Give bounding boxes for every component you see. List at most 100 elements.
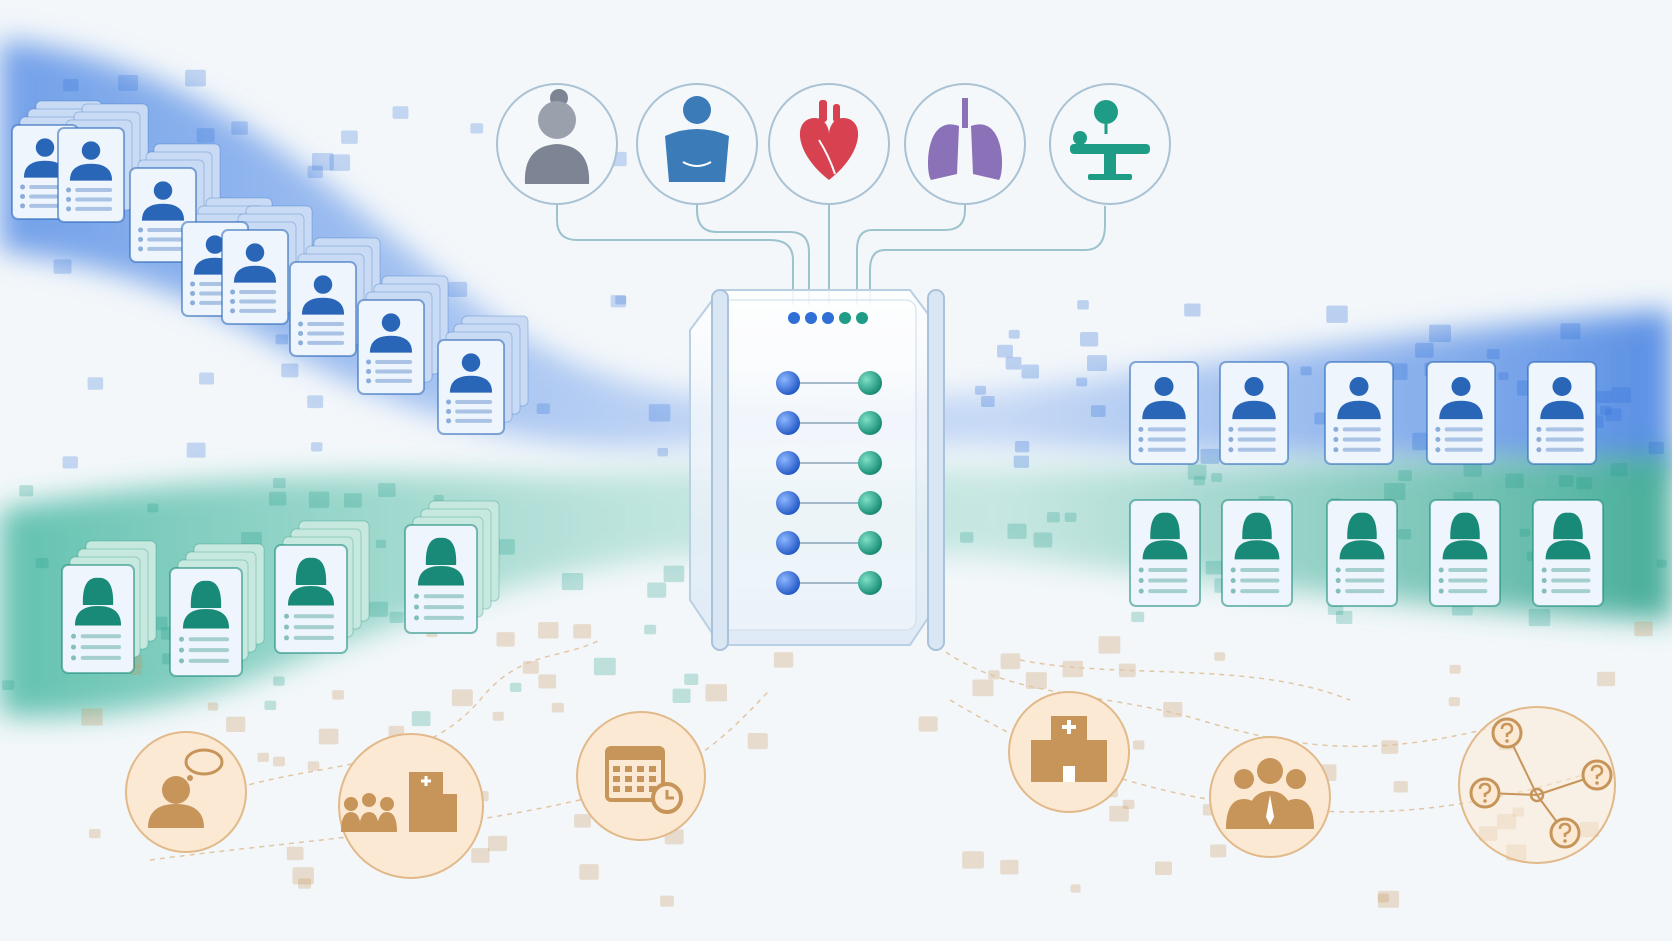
question-node-icon bbox=[1581, 759, 1613, 791]
calendar-day bbox=[625, 766, 632, 772]
text-line bbox=[75, 188, 113, 193]
data-square bbox=[411, 711, 431, 727]
bullet-dot bbox=[1138, 426, 1144, 432]
data-square bbox=[1211, 473, 1223, 482]
text-line bbox=[1448, 589, 1488, 594]
belly-mark bbox=[682, 161, 712, 167]
bullet-dot bbox=[138, 246, 144, 252]
data-square bbox=[310, 442, 323, 452]
data-square bbox=[747, 733, 768, 750]
person-shoulders-icon bbox=[1142, 400, 1186, 420]
data-square bbox=[185, 69, 206, 87]
bullet-dot bbox=[1335, 588, 1341, 594]
data-square bbox=[307, 761, 320, 771]
data-square bbox=[509, 682, 522, 692]
data-square bbox=[343, 493, 362, 508]
text-line bbox=[75, 206, 113, 211]
female-patient-card bbox=[1129, 499, 1201, 607]
table-stand bbox=[1104, 154, 1116, 176]
data-square bbox=[615, 295, 627, 305]
text-line bbox=[1448, 578, 1488, 583]
data-square bbox=[1193, 476, 1205, 486]
data-square bbox=[273, 477, 286, 489]
bullet-dot bbox=[1333, 437, 1339, 443]
data-square bbox=[1098, 636, 1121, 654]
data-square bbox=[257, 752, 269, 762]
data-square bbox=[657, 447, 668, 457]
data-square bbox=[1398, 529, 1412, 540]
data-square bbox=[1596, 390, 1612, 403]
data-square bbox=[573, 624, 592, 639]
bullet-dot bbox=[366, 368, 372, 374]
data-square bbox=[1605, 408, 1622, 422]
bullet-dot bbox=[446, 418, 452, 424]
bullet-dot bbox=[414, 593, 420, 599]
person-head-icon bbox=[1455, 515, 1475, 536]
bottom-factor-icons bbox=[125, 691, 1616, 879]
data-square bbox=[307, 395, 324, 409]
data-square bbox=[593, 657, 616, 676]
patient-head-on-table bbox=[1073, 131, 1087, 145]
calendar-day bbox=[637, 766, 644, 772]
person-shoulders-icon bbox=[287, 586, 335, 606]
data-square bbox=[88, 829, 101, 839]
person-head-icon bbox=[380, 797, 394, 811]
person-head-icon bbox=[1286, 769, 1306, 789]
text-line bbox=[1551, 589, 1591, 594]
data-square bbox=[1558, 475, 1574, 487]
bullet-dot bbox=[414, 615, 420, 621]
person-shoulders-icon bbox=[449, 375, 493, 393]
bullet-dot bbox=[1230, 567, 1236, 573]
bullet-dot bbox=[179, 658, 185, 664]
text-line bbox=[293, 625, 335, 630]
data-square bbox=[196, 128, 215, 143]
hospital-door bbox=[1063, 766, 1075, 782]
data-square bbox=[53, 259, 72, 274]
person-head-icon bbox=[300, 560, 322, 581]
person-shoulders-icon bbox=[23, 160, 67, 178]
bullet-dot bbox=[71, 655, 77, 661]
person-head-icon bbox=[35, 138, 55, 157]
female-patient-card bbox=[1221, 499, 1293, 607]
data-square bbox=[644, 624, 657, 635]
data-square bbox=[538, 622, 559, 639]
data-square bbox=[311, 153, 334, 171]
bullet-dot bbox=[71, 633, 77, 639]
shoulders-icon bbox=[148, 804, 204, 828]
data-square bbox=[1597, 671, 1616, 687]
data-square bbox=[918, 716, 938, 732]
text-line bbox=[1342, 447, 1381, 452]
data-square bbox=[960, 532, 974, 543]
data-square bbox=[273, 676, 285, 686]
female-patient-card bbox=[61, 564, 135, 674]
calendar-day bbox=[649, 776, 656, 782]
bullet-dot bbox=[1230, 578, 1236, 584]
bullet-dot bbox=[66, 187, 72, 193]
question-mark-glyph bbox=[1590, 764, 1604, 779]
right-lung-icon bbox=[971, 124, 1003, 180]
text-line bbox=[1148, 578, 1188, 583]
data-square bbox=[87, 377, 104, 390]
data-square bbox=[487, 835, 508, 852]
person-shoulders-icon bbox=[74, 606, 122, 626]
data-square bbox=[1025, 672, 1047, 689]
matcher-top-dot bbox=[788, 312, 800, 324]
text-line bbox=[1345, 578, 1385, 583]
bullet-dot bbox=[1228, 447, 1234, 453]
data-square bbox=[1214, 652, 1226, 661]
text-line bbox=[455, 418, 493, 423]
person-shoulders-icon bbox=[417, 566, 465, 586]
bullet-dot bbox=[298, 330, 304, 336]
text-line bbox=[1240, 578, 1280, 583]
question-node-icon bbox=[1469, 777, 1501, 809]
vessel-icon bbox=[833, 104, 840, 122]
person-head-icon bbox=[461, 353, 481, 372]
data-square bbox=[2, 680, 15, 691]
female-patient-card bbox=[274, 544, 348, 654]
data-square bbox=[1087, 355, 1107, 372]
data-square bbox=[1122, 799, 1135, 810]
data-square bbox=[1656, 559, 1667, 568]
text-line bbox=[1240, 589, 1280, 594]
bullet-dot bbox=[284, 624, 290, 630]
text-line bbox=[1545, 427, 1584, 432]
